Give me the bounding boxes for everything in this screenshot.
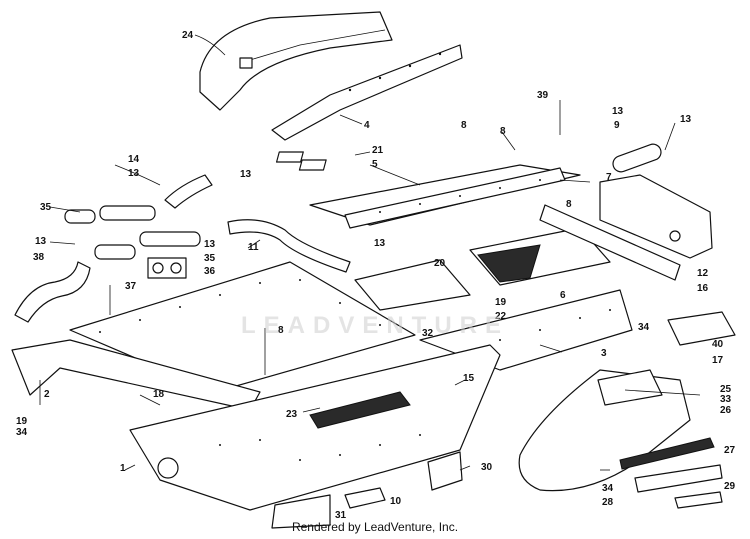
callout-13: 13 bbox=[35, 236, 47, 247]
callout-11: 11 bbox=[248, 242, 259, 253]
callout-23: 23 bbox=[286, 409, 298, 420]
part-4-plate bbox=[271, 44, 463, 141]
callout-1: 1 bbox=[120, 463, 126, 474]
callout-30: 30 bbox=[481, 462, 493, 473]
callout-20: 20 bbox=[434, 258, 446, 269]
callout-33: 33 bbox=[720, 394, 732, 405]
callout-37: 37 bbox=[125, 281, 137, 292]
callout-27: 27 bbox=[724, 445, 736, 456]
part-36-clamp-block bbox=[147, 257, 187, 279]
callout-35: 35 bbox=[204, 253, 216, 264]
callout-29: 29 bbox=[724, 481, 736, 492]
callout-2: 2 bbox=[44, 389, 50, 400]
callout-4: 4 bbox=[364, 120, 370, 131]
callout-28: 28 bbox=[602, 497, 614, 508]
part-6-heat-exchanger bbox=[469, 227, 611, 286]
callout-12: 12 bbox=[697, 268, 709, 279]
callout-34: 34 bbox=[602, 483, 614, 494]
callout-26: 26 bbox=[720, 405, 732, 416]
callout-19: 19 bbox=[495, 297, 507, 308]
hose-assembly bbox=[14, 143, 662, 323]
callout-13: 13 bbox=[240, 169, 252, 180]
callout-25: 25 bbox=[720, 384, 732, 395]
credit-text: Rendered by LeadVenture, Inc. bbox=[291, 520, 459, 534]
callout-8: 8 bbox=[566, 199, 572, 210]
callout-16: 16 bbox=[697, 283, 709, 294]
callout-21: 21 bbox=[372, 145, 384, 156]
callout-6: 6 bbox=[560, 290, 566, 301]
callout-8: 8 bbox=[278, 325, 284, 336]
callout-13: 13 bbox=[680, 114, 692, 125]
callout-5: 5 bbox=[372, 159, 378, 170]
part-5-panel bbox=[309, 164, 581, 229]
right-side-cover bbox=[518, 369, 723, 509]
callout-39: 39 bbox=[537, 90, 549, 101]
callout-8: 8 bbox=[461, 120, 467, 131]
callout-36: 36 bbox=[204, 266, 216, 277]
callout-22: 22 bbox=[495, 311, 507, 322]
part-1-belly-pan bbox=[129, 344, 501, 511]
part-24-hood bbox=[199, 11, 393, 111]
part-21-pads bbox=[275, 151, 327, 171]
callout-labels: 24 4 8 8 39 13 9 13 21 5 7 14 13 13 35 8… bbox=[16, 30, 736, 521]
callout-24: 24 bbox=[182, 30, 194, 41]
part-12-side-panel bbox=[599, 174, 713, 259]
part-40-bracket bbox=[667, 311, 736, 346]
callout-17: 17 bbox=[712, 355, 724, 366]
callout-8: 8 bbox=[500, 126, 506, 137]
callout-10: 10 bbox=[390, 496, 402, 507]
callout-31: 31 bbox=[335, 510, 347, 521]
part-19-plate bbox=[354, 259, 471, 311]
callout-35: 35 bbox=[40, 202, 52, 213]
callout-13: 13 bbox=[374, 238, 386, 249]
watermark: LEADVENTURE bbox=[240, 312, 509, 339]
callout-3: 3 bbox=[601, 348, 607, 359]
part-16-rail bbox=[539, 204, 681, 281]
callout-7: 7 bbox=[606, 172, 612, 183]
callout-34: 34 bbox=[16, 427, 28, 438]
callout-32: 32 bbox=[422, 328, 434, 339]
callout-13: 13 bbox=[204, 239, 216, 250]
callout-13: 13 bbox=[128, 168, 140, 179]
callout-15: 15 bbox=[463, 373, 475, 384]
bottom-brackets bbox=[271, 451, 463, 529]
leader-lines bbox=[39, 34, 701, 471]
callout-19: 19 bbox=[16, 416, 28, 427]
callout-18: 18 bbox=[153, 389, 165, 400]
callout-40: 40 bbox=[712, 339, 724, 350]
callout-14: 14 bbox=[128, 154, 140, 165]
callout-38: 38 bbox=[33, 252, 45, 263]
callout-9: 9 bbox=[614, 120, 620, 131]
callout-34: 34 bbox=[638, 322, 650, 333]
callout-13: 13 bbox=[612, 106, 624, 117]
